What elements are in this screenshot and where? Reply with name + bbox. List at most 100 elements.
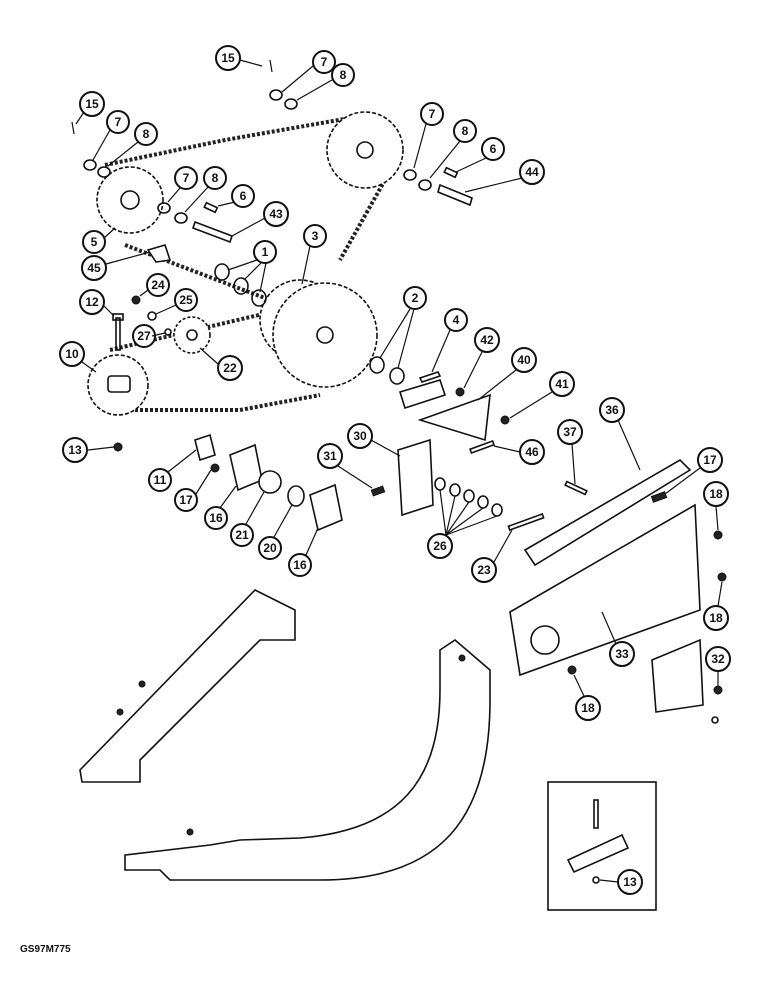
callout-12: 12 (79, 289, 105, 315)
svg-text:6: 6 (490, 142, 497, 156)
svg-text:13: 13 (68, 443, 82, 457)
part-45-plate (146, 244, 172, 263)
callout-7b: 7 (106, 110, 130, 134)
svg-text:7: 7 (183, 171, 190, 185)
svg-text:7: 7 (115, 115, 122, 129)
nut-42 (455, 387, 465, 397)
bolt-17a (210, 463, 220, 473)
svg-text:40: 40 (517, 353, 531, 367)
callout-36: 36 (599, 397, 625, 423)
svg-text:8: 8 (462, 124, 469, 138)
nut-18b (717, 572, 727, 582)
callout-13a: 13 (62, 437, 88, 463)
nut-32 (713, 685, 723, 695)
callout-1: 1 (253, 240, 277, 264)
bolt-32 (711, 716, 719, 724)
svg-text:22: 22 (223, 361, 237, 375)
bolt-37 (564, 480, 588, 496)
callout-25: 25 (174, 288, 198, 312)
callout-8d: 8 (203, 166, 227, 190)
frame-lower-left (79, 589, 296, 783)
callout-18c: 18 (575, 695, 601, 721)
washers-left (71, 121, 111, 178)
svg-text:41: 41 (555, 377, 569, 391)
svg-text:15: 15 (221, 51, 235, 65)
spacers-1 (214, 263, 267, 307)
sprocket-10 (87, 354, 149, 416)
svg-text:7: 7 (429, 107, 436, 121)
nut-18c (567, 665, 577, 675)
callout-46: 46 (519, 439, 545, 465)
callout-13b: 13 (617, 869, 643, 895)
svg-text:43: 43 (269, 207, 283, 221)
svg-text:33: 33 (615, 647, 629, 661)
svg-text:26: 26 (433, 539, 447, 553)
callout-24: 24 (146, 273, 170, 297)
callout-7a: 7 (312, 50, 336, 74)
svg-text:8: 8 (212, 171, 219, 185)
callout-44: 44 (519, 159, 545, 185)
svg-text:5: 5 (91, 235, 98, 249)
callout-26: 26 (427, 533, 453, 559)
frame-nut-b (116, 708, 124, 716)
spacer-20 (287, 485, 305, 507)
callout-31: 31 (317, 443, 343, 469)
bearing-21 (258, 470, 282, 494)
svg-text:46: 46 (525, 445, 539, 459)
svg-text:30: 30 (353, 429, 367, 443)
bracket-30 (397, 438, 434, 517)
callout-15b: 15 (79, 91, 105, 117)
washers-right (403, 166, 473, 207)
bolt-23 (507, 512, 545, 532)
washer-25 (147, 311, 157, 321)
sprocket-22 (173, 316, 211, 354)
callout-32: 32 (705, 646, 731, 672)
callout-3: 3 (303, 224, 327, 248)
svg-text:10: 10 (65, 347, 79, 361)
svg-text:8: 8 (340, 68, 347, 82)
svg-text:8: 8 (143, 127, 150, 141)
callout-11: 11 (148, 468, 172, 492)
callout-20: 20 (258, 536, 282, 560)
bolt-46 (469, 439, 495, 455)
angle-36 (523, 458, 692, 567)
bracket-32 (651, 638, 704, 713)
callout-16a: 16 (204, 506, 228, 530)
callout-17a: 17 (174, 488, 198, 512)
svg-text:16: 16 (209, 511, 223, 525)
callout-45: 45 (81, 255, 107, 281)
svg-text:7: 7 (321, 55, 328, 69)
flange-16b (309, 483, 343, 532)
callout-17b: 17 (697, 447, 723, 473)
svg-text:23: 23 (477, 563, 491, 577)
pin-4 (418, 371, 442, 383)
callout-7c: 7 (420, 102, 444, 126)
callout-6b: 6 (231, 184, 255, 208)
callout-8b: 8 (134, 122, 158, 146)
callout-8a: 8 (331, 63, 355, 87)
flange-16a (229, 443, 263, 492)
callout-40: 40 (511, 347, 537, 373)
nut-24 (131, 295, 141, 305)
svg-text:17: 17 (703, 453, 717, 467)
callout-22: 22 (217, 355, 243, 381)
svg-text:2: 2 (412, 291, 419, 305)
frame-nut-d (186, 828, 194, 836)
callout-43: 43 (263, 201, 289, 227)
callout-10: 10 (59, 341, 85, 367)
inset-box (547, 781, 657, 911)
callout-42: 42 (474, 327, 500, 353)
svg-text:15: 15 (85, 97, 99, 111)
sprocket-3 (259, 279, 378, 388)
svg-text:13: 13 (623, 875, 637, 889)
sprocket-upper-right (326, 111, 404, 189)
svg-text:32: 32 (711, 652, 725, 666)
svg-text:18: 18 (581, 701, 595, 715)
svg-text:44: 44 (525, 165, 539, 179)
svg-text:42: 42 (480, 333, 494, 347)
callout-15a: 15 (215, 45, 241, 71)
callout-7d: 7 (174, 166, 198, 190)
callout-30: 30 (347, 423, 373, 449)
svg-text:4: 4 (453, 313, 460, 327)
